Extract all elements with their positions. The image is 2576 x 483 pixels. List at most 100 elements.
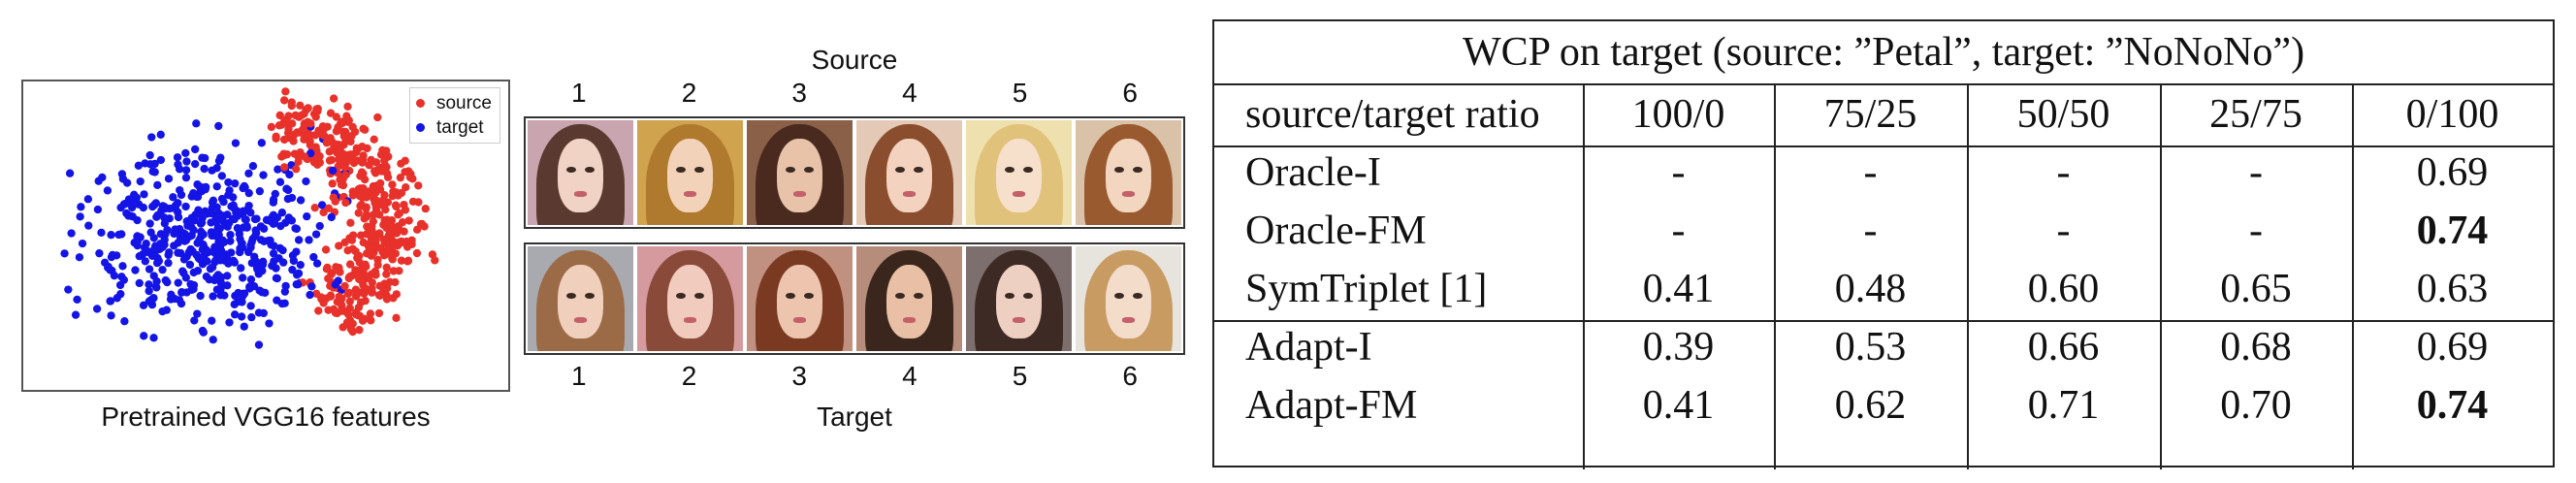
tsne-scatter-plot: source target <box>21 80 510 392</box>
target-point <box>199 328 208 337</box>
source-point <box>402 182 410 192</box>
target-point <box>233 207 242 216</box>
source-point <box>355 191 364 201</box>
source-face-image-4 <box>856 120 962 225</box>
target-point <box>275 243 284 253</box>
target-point <box>246 274 256 284</box>
source-point <box>371 203 381 212</box>
source-face-image-5 <box>966 120 1072 225</box>
target-point <box>187 280 196 289</box>
target-point <box>200 164 209 174</box>
source-point <box>401 156 409 165</box>
source-point <box>382 169 392 177</box>
source-point <box>359 183 368 193</box>
target-point <box>251 257 261 266</box>
target-face-image-2 <box>637 246 743 351</box>
source-point <box>345 304 354 312</box>
target-point <box>317 201 327 209</box>
table-column-rule <box>2352 83 2354 469</box>
target-point <box>272 274 281 282</box>
source-point <box>272 132 280 141</box>
source-point <box>320 131 329 141</box>
target-point <box>76 212 84 221</box>
target-point <box>315 221 324 231</box>
target-point <box>208 166 216 175</box>
source-point <box>412 248 422 258</box>
wcp-value: 0.70 <box>2220 383 2292 428</box>
target-number-row: 1 2 3 4 5 6 <box>524 361 1185 392</box>
target-point <box>202 182 210 192</box>
target-point <box>306 148 315 158</box>
wcp-value: 0.71 <box>2027 383 2100 428</box>
header-ratio: 100/0 <box>1631 92 1725 137</box>
target-point <box>149 234 158 242</box>
target-point <box>162 306 171 314</box>
target-face-image-1 <box>528 246 633 351</box>
wcp-value: 0.74 <box>2416 209 2489 253</box>
target-point <box>226 237 235 245</box>
table-rule <box>1214 320 2553 322</box>
source-point <box>334 123 342 132</box>
source-point <box>329 305 338 314</box>
method-name: Oracle-FM <box>1245 209 1427 253</box>
source-point <box>396 174 405 182</box>
source-point <box>355 274 364 283</box>
target-point <box>208 316 216 325</box>
source-number: 4 <box>902 78 918 108</box>
source-title: Source <box>811 45 898 75</box>
target-point <box>152 276 161 286</box>
source-number-row: 1 2 3 4 5 6 <box>524 78 1185 109</box>
target-point <box>73 295 81 305</box>
source-point <box>267 122 276 132</box>
source-point <box>370 267 380 275</box>
target-point <box>247 312 256 322</box>
source-point <box>341 198 350 208</box>
wcp-value: 0.48 <box>1834 267 1907 311</box>
target-point <box>256 236 266 244</box>
wcp-value: 0.66 <box>2027 325 2100 370</box>
target-point <box>174 199 182 208</box>
source-point <box>340 127 350 137</box>
source-point <box>373 113 382 122</box>
source-point <box>322 139 332 147</box>
target-point <box>229 256 238 266</box>
target-point <box>242 223 251 232</box>
source-point <box>369 210 378 219</box>
source-point <box>388 180 397 189</box>
target-point <box>181 174 191 182</box>
target-point <box>145 286 153 296</box>
target-point <box>284 213 293 222</box>
target-point <box>248 162 258 171</box>
target-marker-icon <box>415 123 425 132</box>
target-point <box>241 183 249 192</box>
source-point <box>382 270 391 278</box>
target-point <box>244 189 253 198</box>
wcp-results-table: WCP on target (source: ”Petal”, target: … <box>1212 19 2555 469</box>
target-point <box>161 275 170 285</box>
source-point <box>321 245 331 254</box>
wcp-value: - <box>2249 150 2263 195</box>
target-point <box>214 156 224 166</box>
target-point <box>252 214 261 223</box>
target-point <box>231 139 241 147</box>
target-point <box>277 209 287 217</box>
source-point <box>279 135 289 145</box>
source-point <box>295 113 304 121</box>
target-point <box>192 119 201 128</box>
source-point <box>326 109 336 117</box>
source-point <box>323 263 332 273</box>
target-point <box>223 210 232 219</box>
target-point <box>181 166 191 175</box>
source-point <box>372 242 382 251</box>
target-point <box>200 251 209 260</box>
source-point <box>335 155 343 164</box>
target-point <box>209 196 218 205</box>
source-point <box>343 289 352 298</box>
source-point <box>279 96 289 105</box>
source-point <box>343 102 352 112</box>
target-point <box>202 273 211 281</box>
target-point <box>296 260 305 270</box>
target-point <box>217 194 227 204</box>
table-column-rule <box>1774 83 1776 469</box>
target-point <box>83 195 93 204</box>
